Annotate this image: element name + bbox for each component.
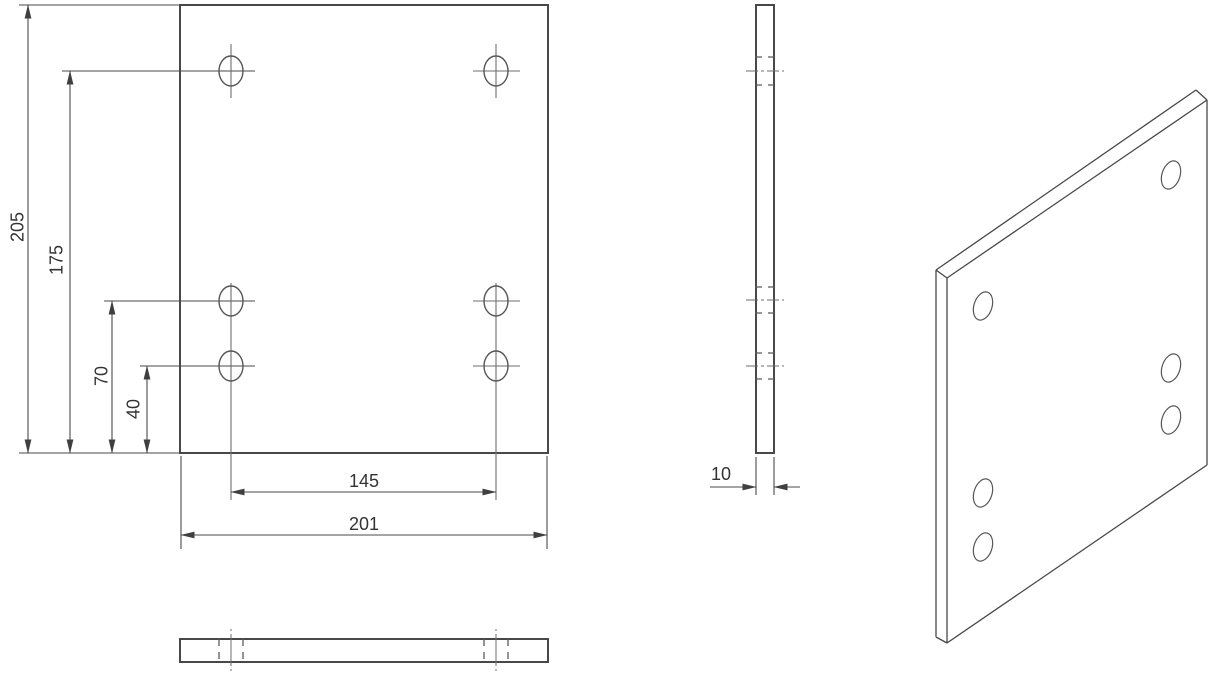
dimension-value-hole-spacing: 145 — [349, 471, 379, 491]
plate-outline-isometric — [935, 89, 1208, 644]
iso-hole-bottom-left — [972, 532, 994, 562]
dimension-value-plate-height: 205 — [7, 212, 27, 242]
plate-outline-side — [755, 4, 775, 454]
hole-middle-right — [483, 285, 509, 317]
hole-bottom-right — [483, 350, 509, 382]
iso-hole-top-left — [972, 291, 994, 321]
hole-middle-left — [218, 285, 244, 317]
hole-top-left — [218, 55, 244, 87]
front-view: 205 175 70 40 145 201 — [7, 4, 549, 549]
dimension-value-top-hole-row: 175 — [46, 245, 66, 275]
hole-top-right — [483, 55, 509, 87]
iso-hole-middle-right — [1160, 353, 1182, 383]
dimension-value-plate-thickness: 10 — [711, 464, 731, 484]
hole-bottom-left — [218, 350, 244, 382]
side-view: 10 — [710, 4, 800, 495]
iso-hole-middle-left — [972, 478, 994, 508]
iso-hole-bottom-right — [1160, 405, 1182, 435]
dimension-value-middle-hole-row: 70 — [91, 366, 111, 386]
dimension-value-plate-width: 201 — [349, 514, 379, 534]
plate-outline-bottom — [179, 638, 549, 663]
bottom-view — [179, 629, 549, 673]
iso-hole-top-right — [1160, 160, 1182, 190]
isometric-view — [935, 89, 1208, 644]
dimension-value-bottom-hole-row: 40 — [123, 399, 143, 419]
plate-outline-front — [179, 4, 549, 454]
